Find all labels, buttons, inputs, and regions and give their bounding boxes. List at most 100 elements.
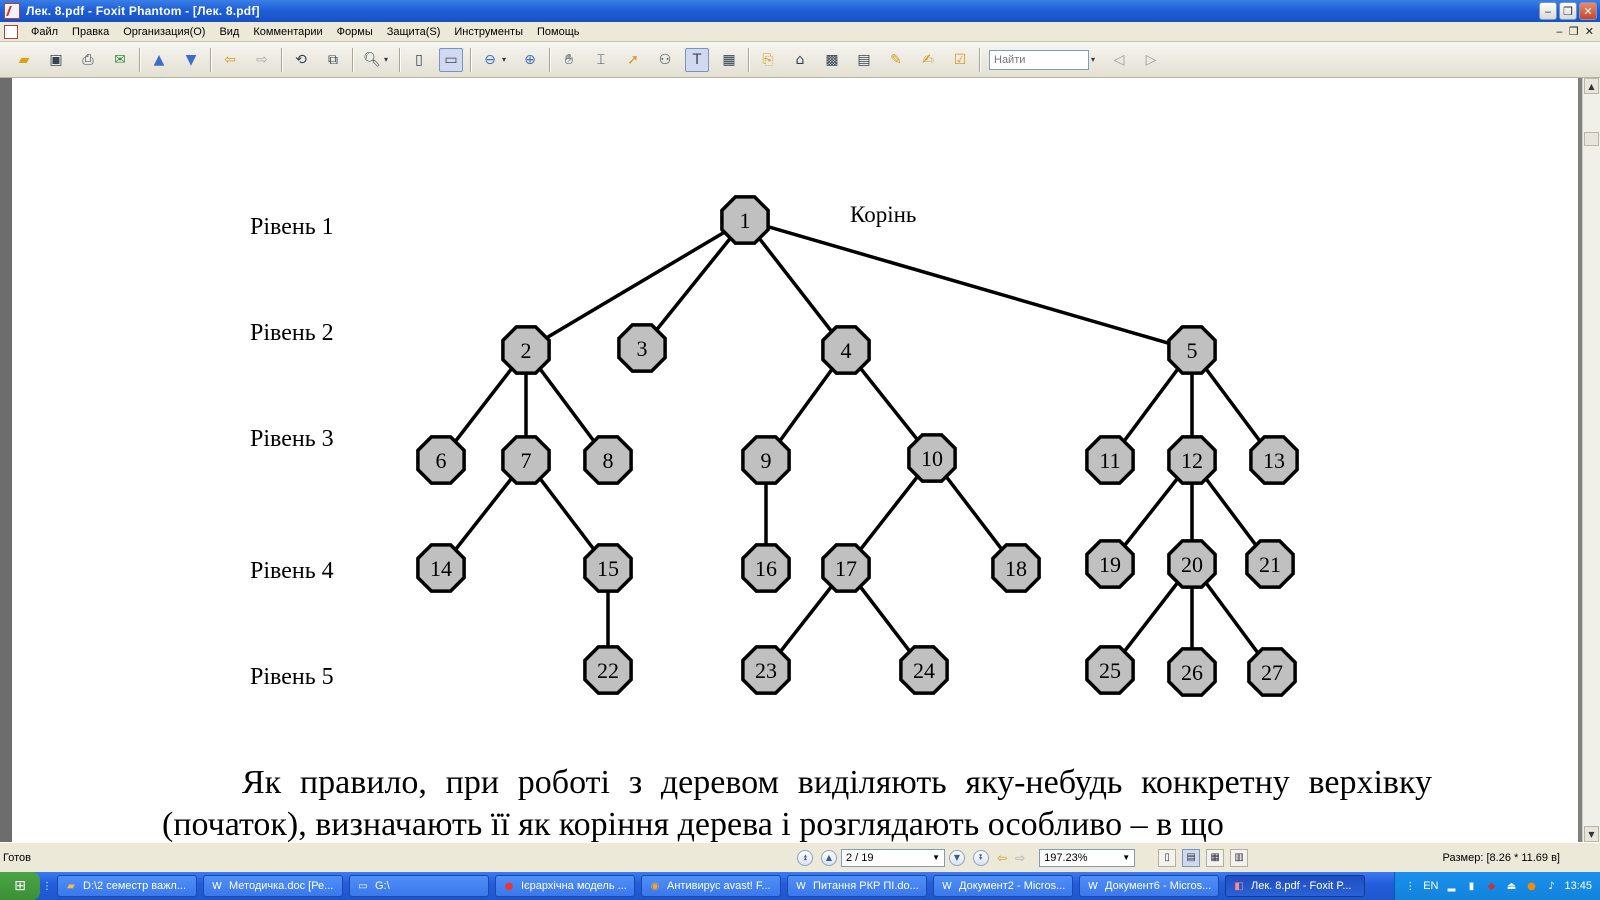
menu-edit[interactable]: Правка bbox=[72, 25, 110, 38]
system-tray: ⋮ EN ▂ ▮ ◆ ⏏ ● ♪ 13:45 bbox=[1394, 872, 1600, 900]
zoom-level-select[interactable]: 197.23% ▼ bbox=[1039, 848, 1136, 867]
search-input[interactable] bbox=[989, 49, 1089, 70]
language-indicator[interactable]: EN bbox=[1423, 880, 1439, 892]
image-icon[interactable]: ▩ bbox=[825, 51, 839, 68]
forward-icon[interactable]: ⇨ bbox=[256, 51, 268, 68]
zoom-level-dropdown-icon[interactable]: ▾ bbox=[502, 55, 507, 64]
antivirus-icon[interactable]: ● bbox=[1527, 880, 1536, 892]
menu-help[interactable]: Помощь bbox=[536, 25, 580, 38]
word-icon: W bbox=[1088, 880, 1098, 892]
shield-icon[interactable]: ◆ bbox=[1487, 880, 1496, 892]
first-page-icon[interactable]: ⏫︎ bbox=[797, 849, 813, 866]
scroll-up-icon[interactable]: ▲ bbox=[1584, 78, 1599, 94]
status-text: Готов bbox=[3, 851, 31, 864]
page-number-input[interactable]: 2 / 19 ▼ bbox=[841, 848, 945, 867]
foxit-app-icon[interactable] bbox=[4, 3, 20, 19]
menu-file[interactable]: Файл bbox=[31, 25, 59, 38]
zoom-select-dropdown-icon[interactable]: ▼ bbox=[1122, 853, 1131, 862]
snapshot-icon[interactable]: ▦ bbox=[722, 51, 736, 68]
scroll-down-icon[interactable]: ▼ bbox=[1584, 826, 1599, 842]
print-icon[interactable]: ⎙ bbox=[82, 51, 94, 68]
attach-icon[interactable]: ⎘ bbox=[762, 51, 774, 68]
prev-page-icon[interactable]: ▲ bbox=[153, 51, 165, 68]
menu-organize[interactable]: Организация(O) bbox=[123, 25, 206, 38]
signal-icon[interactable]: ▮ bbox=[1468, 880, 1475, 892]
network-icon[interactable]: ▂ bbox=[1447, 880, 1456, 892]
start-button[interactable]: ⊞ bbox=[0, 872, 40, 900]
tree-node-label: 24 bbox=[913, 658, 935, 683]
find-next-icon[interactable]: ▷ bbox=[1145, 51, 1157, 68]
menu-protect[interactable]: Защита(S) bbox=[386, 25, 441, 38]
rotate-icon[interactable]: ⟲ bbox=[295, 51, 307, 68]
search-dropdown-icon[interactable]: ▾ bbox=[1091, 55, 1096, 64]
tree-edge bbox=[640, 218, 747, 350]
drive-icon: ▭ bbox=[358, 880, 368, 892]
form-icon[interactable]: ☑ bbox=[953, 51, 967, 68]
open-icon[interactable]: ▰ bbox=[18, 51, 30, 68]
tree-node: 7 bbox=[501, 435, 551, 485]
prev-page-status-icon[interactable]: ▲ bbox=[821, 849, 837, 866]
fit-width-icon[interactable]: ▭ bbox=[439, 47, 463, 72]
signature-icon[interactable]: ✍ bbox=[922, 51, 934, 68]
continuous-view-icon[interactable]: ▤ bbox=[1182, 848, 1201, 867]
volume-icon[interactable]: ♪ bbox=[1548, 880, 1555, 892]
doc-close-icon[interactable]: ✕ bbox=[1584, 25, 1594, 38]
taskbar-item[interactable]: ◉Антивирус avast! F... bbox=[641, 875, 781, 897]
email-icon[interactable]: ✉ bbox=[114, 51, 126, 68]
last-page-icon[interactable]: ⏬︎ bbox=[973, 849, 989, 866]
zoom-dropdown-icon[interactable]: ▾ bbox=[384, 55, 389, 64]
restore-button[interactable]: ❐ bbox=[1559, 2, 1577, 20]
menu-view[interactable]: Вид bbox=[219, 25, 240, 38]
tree-node: 15 bbox=[583, 543, 633, 593]
select-arrow-icon[interactable]: ➚ bbox=[627, 51, 639, 68]
pencil-icon[interactable]: ✎ bbox=[890, 51, 902, 68]
video-icon[interactable]: ▤ bbox=[857, 51, 871, 68]
fit-page-icon[interactable]: ▯ bbox=[415, 51, 423, 68]
forward-status-icon[interactable]: ⇨ bbox=[1015, 850, 1026, 865]
menu-forms[interactable]: Формы bbox=[336, 25, 373, 38]
page-dropdown-icon[interactable]: ▼ bbox=[932, 853, 940, 862]
select-text-icon[interactable]: ⌶ bbox=[596, 51, 606, 68]
menu-comments[interactable]: Комментарии bbox=[253, 25, 323, 38]
back-icon[interactable]: ⇦ bbox=[224, 51, 236, 68]
zoom-in-icon[interactable]: 🔍︎ bbox=[363, 51, 381, 68]
single-page-view-icon[interactable]: ▯ bbox=[1158, 848, 1177, 867]
doc-minimize-icon[interactable]: ‒ bbox=[1555, 25, 1563, 38]
extract-icon[interactable]: ⧉ bbox=[328, 51, 338, 68]
tree-node: 1 bbox=[720, 195, 770, 245]
taskbar-item[interactable]: ▰D:\2 семестр важл... bbox=[57, 875, 197, 897]
scroll-thumb[interactable] bbox=[1584, 132, 1599, 146]
zoom-plus-icon[interactable]: ⊕ bbox=[524, 51, 536, 68]
minimize-button[interactable]: ‒ bbox=[1539, 2, 1557, 20]
next-page-status-icon[interactable]: ▼ bbox=[949, 849, 965, 866]
menu-tools[interactable]: Инструменты bbox=[454, 25, 523, 38]
find-previous-icon[interactable]: ◁ bbox=[1113, 51, 1125, 68]
binoculars-icon[interactable]: ⚇ bbox=[658, 51, 672, 68]
hand-tool-icon[interactable]: ✋︎ bbox=[565, 51, 573, 68]
save-icon[interactable]: ▣ bbox=[49, 51, 63, 68]
tree-node-label: 21 bbox=[1259, 552, 1281, 577]
typewriter-icon[interactable]: T bbox=[685, 47, 709, 72]
zoom-out-icon[interactable]: ⊖ bbox=[484, 51, 496, 68]
close-button[interactable]: ✕ bbox=[1579, 2, 1597, 20]
vertical-scrollbar[interactable]: ▲ ▼ bbox=[1582, 78, 1600, 842]
document-icon[interactable] bbox=[4, 24, 18, 39]
safely-remove-icon[interactable]: ⏏ bbox=[1506, 880, 1517, 892]
continuous-facing-view-icon[interactable]: ▥ bbox=[1230, 848, 1249, 867]
page-size-text: Размер: [8.26 * 11.69 в] bbox=[1442, 851, 1560, 864]
back-status-icon[interactable]: ⇦ bbox=[997, 850, 1008, 865]
taskbar-item[interactable]: ▭G:\ bbox=[349, 875, 489, 897]
taskbar-item-active[interactable]: ◧Лек. 8.pdf - Foxit P... bbox=[1225, 875, 1365, 897]
tree-node-label: 8 bbox=[603, 448, 614, 473]
facing-view-icon[interactable]: ▦ bbox=[1206, 848, 1225, 867]
next-page-icon[interactable]: ▼ bbox=[185, 51, 197, 68]
doc-restore-icon[interactable]: ❐ bbox=[1568, 25, 1579, 38]
taskbar-item[interactable]: ●Ієрархічна модель ... bbox=[495, 875, 635, 897]
stamp-icon[interactable]: ⌂ bbox=[795, 51, 805, 68]
tree-node-label: 2 bbox=[521, 338, 532, 363]
